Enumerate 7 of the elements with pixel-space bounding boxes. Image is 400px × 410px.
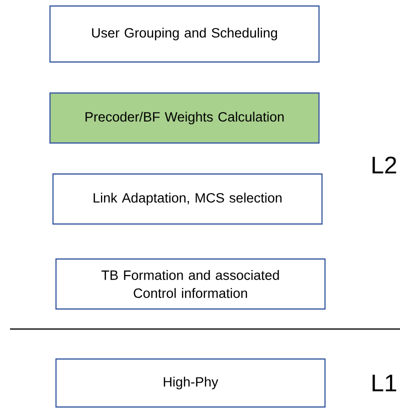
process-box: Precoder/BF Weights Calculation [49, 92, 320, 144]
process-box: User Grouping and Scheduling [49, 5, 320, 63]
process-box: TB Formation and associated Control information [55, 258, 326, 310]
process-box: High-Phy [55, 358, 326, 408]
process-box: Link Adaptation, MCS selection [52, 173, 323, 225]
layer-label: L1 [372, 374, 396, 392]
layer-label: L2 [372, 156, 396, 174]
